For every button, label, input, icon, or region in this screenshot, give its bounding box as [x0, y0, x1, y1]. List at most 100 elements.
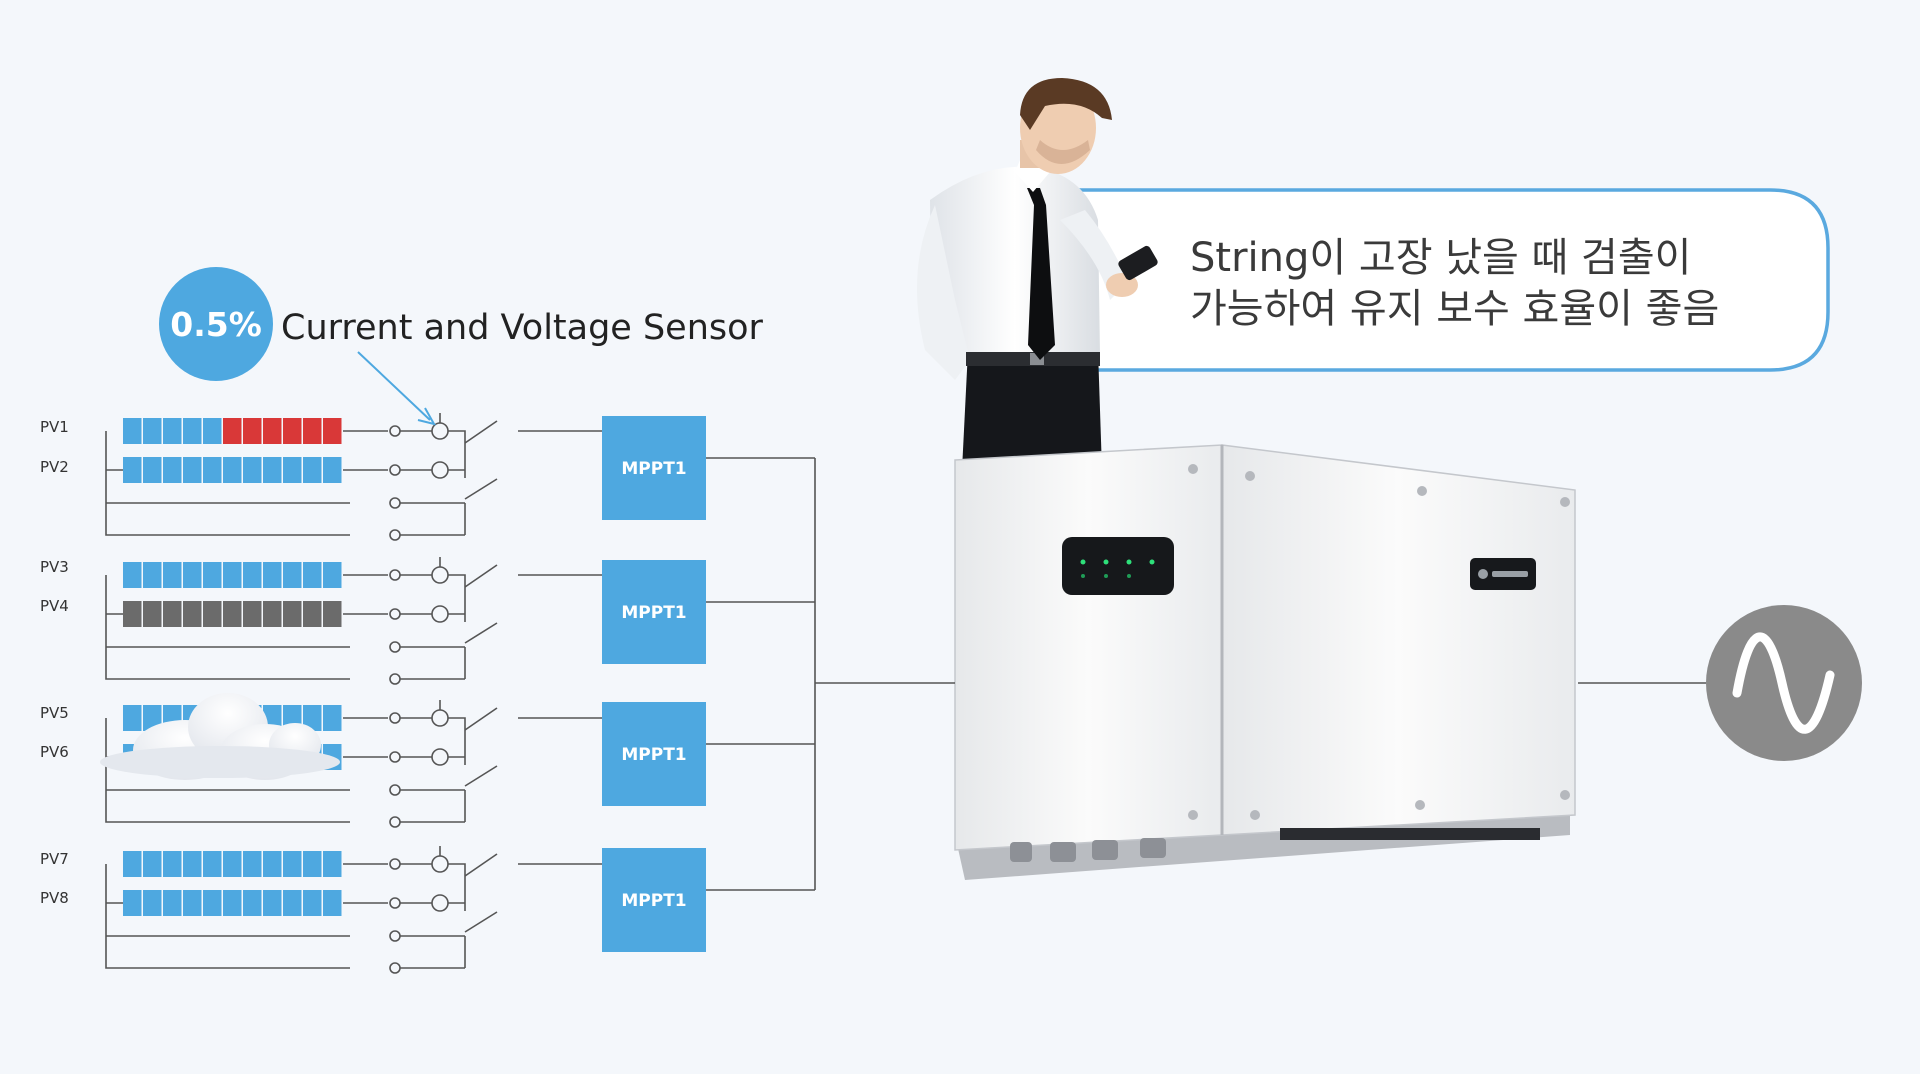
pv-cell [143, 890, 162, 916]
pv-cell [243, 562, 262, 588]
callout-line-2: 가능하여 유지 보수 효율이 좋음 [1190, 286, 1719, 332]
terminal [389, 712, 401, 724]
terminal [389, 962, 401, 974]
sensor-value: 0.5% [170, 305, 262, 344]
pv-label-5: PV5 [40, 704, 69, 722]
pv-panel-2 [123, 457, 342, 483]
pv-cell [303, 457, 322, 483]
pv-cell [143, 457, 162, 483]
inverter-display [1062, 537, 1174, 595]
switch [464, 853, 498, 877]
pv-cell [223, 418, 242, 444]
pv-cell [323, 457, 342, 483]
pv-cell [263, 601, 282, 627]
pv-cell [323, 601, 342, 627]
ac-output [1578, 605, 1862, 761]
worker-figure [917, 78, 1158, 470]
sensor-annotation: 0.5% Current and Voltage Sensor [159, 267, 764, 426]
pv-cell [243, 601, 262, 627]
pv-panel-4 [123, 601, 342, 627]
terminal [389, 673, 401, 685]
wire [105, 864, 350, 969]
pv-cell [243, 457, 262, 483]
pv-cell [203, 457, 222, 483]
terminal [389, 641, 401, 653]
phone-icon [1118, 245, 1158, 281]
pv-cell [123, 601, 142, 627]
pv-cell [323, 418, 342, 444]
pv-cell [263, 562, 282, 588]
pv-panel-8 [123, 890, 342, 916]
current-sensor [431, 894, 449, 912]
switch [464, 911, 498, 933]
terminal [389, 897, 401, 909]
pv-cell [243, 851, 262, 877]
terminal [389, 608, 401, 620]
mppt-blocks: MPPT1 MPPT1 MPPT1 MPPT1 [602, 416, 706, 952]
switch [464, 420, 498, 444]
pv-label-3: PV3 [40, 558, 69, 576]
pv-label-8: PV8 [40, 889, 69, 907]
pv-cell [143, 418, 162, 444]
pv-cell [323, 562, 342, 588]
pv-cell [323, 851, 342, 877]
pv-cell [283, 601, 302, 627]
pv-cell [223, 562, 242, 588]
terminal [389, 425, 401, 437]
wire [105, 575, 350, 680]
current-sensor [431, 709, 449, 727]
pv-cell [183, 601, 202, 627]
pv-label-6: PV6 [40, 743, 69, 761]
pv-cell [223, 457, 242, 483]
wire [105, 718, 350, 823]
pv-cell [203, 851, 222, 877]
current-sensor [431, 605, 449, 623]
pv-cell [263, 418, 282, 444]
pv-cell [123, 457, 142, 483]
pv-cell [123, 851, 142, 877]
pv-cell [163, 890, 182, 916]
pv-cell [123, 562, 142, 588]
pv-cell [183, 418, 202, 444]
pv-cell [303, 418, 322, 444]
wire [448, 430, 466, 478]
pv-label-1: PV1 [40, 418, 69, 436]
terminal [389, 784, 401, 796]
switch [464, 622, 498, 644]
current-sensor [431, 855, 449, 873]
pv-cell [143, 851, 162, 877]
pv-cell [123, 890, 142, 916]
pv-panels [123, 418, 342, 916]
pv-cell [303, 562, 322, 588]
pv-cell [263, 890, 282, 916]
wire [448, 574, 466, 622]
current-sensor [431, 422, 449, 440]
pv-panel-1 [123, 418, 342, 444]
wire [448, 717, 466, 765]
pv-cell [203, 601, 222, 627]
pv-cell [303, 601, 322, 627]
sine-wave-icon [1732, 632, 1835, 734]
current-sensor [431, 566, 449, 584]
pv-cell [123, 705, 142, 731]
pv-cell [243, 418, 262, 444]
pv-cell [143, 705, 162, 731]
pv-cell [203, 562, 222, 588]
pv-cell [203, 418, 222, 444]
pv-cell [323, 890, 342, 916]
sensor-value-badge [159, 267, 273, 381]
wire [105, 431, 350, 536]
pv-cell [243, 890, 262, 916]
terminal [389, 930, 401, 942]
pv-cell [183, 562, 202, 588]
pv-cell [223, 601, 242, 627]
pv-cell [183, 457, 202, 483]
pv-label-7: PV7 [40, 850, 69, 868]
mppt-block-4 [602, 848, 706, 952]
pv-cell [283, 457, 302, 483]
pv-cell [263, 457, 282, 483]
pv-cell [303, 851, 322, 877]
pv-panel-3 [123, 562, 342, 588]
mppt-block-2 [602, 560, 706, 664]
